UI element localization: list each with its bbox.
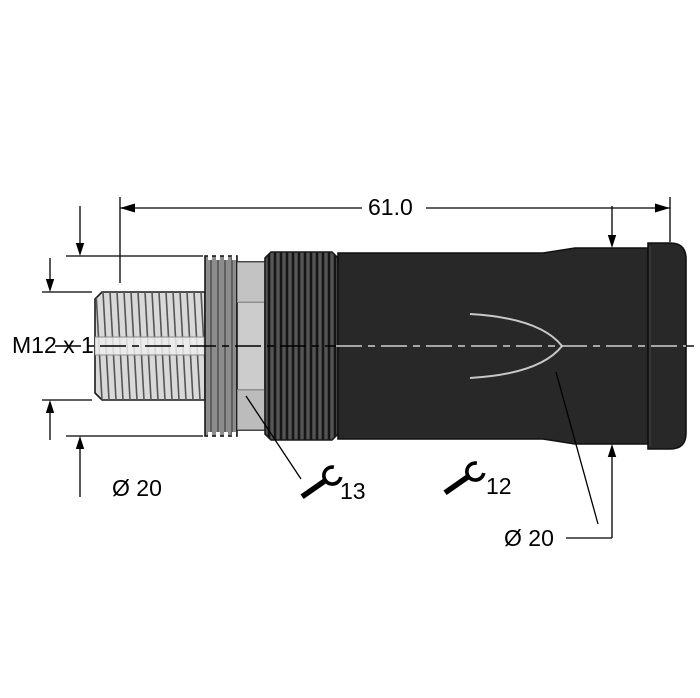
dimension-diameter-left: Ø 20 [66,206,203,501]
arrowhead-down [45,279,55,292]
arrowhead-up [45,400,55,413]
dimension-overall-length: 61.0 [119,194,671,283]
gear-teeth-notches [208,254,236,438]
wrench-size-hex-label: 13 [340,478,366,504]
wrench-size-body-label: 12 [486,473,512,499]
arrowhead-up [607,444,617,457]
arrowhead-left [120,203,135,213]
arrowhead-up [75,436,85,449]
leader-line [245,395,302,480]
leader-line-to-cone [555,371,599,525]
wrench-icon [443,461,486,496]
wrench-size-13: 13 [245,395,366,504]
arrowhead-right [655,203,670,213]
arrowhead-down [607,235,617,248]
overall-length-label: 61.0 [368,194,413,220]
diameter-right-label: Ø 20 [504,525,554,551]
wrench-icon [300,465,343,500]
diameter-left-label: Ø 20 [112,475,162,501]
thread-label: M12 x 1 [12,332,94,358]
arrowhead-down [75,243,85,256]
dimension-diameter-right: Ø 20 [504,206,617,551]
wrench-size-12: 12 [443,461,512,499]
dimension-thread: M12 x 1 [12,258,94,440]
